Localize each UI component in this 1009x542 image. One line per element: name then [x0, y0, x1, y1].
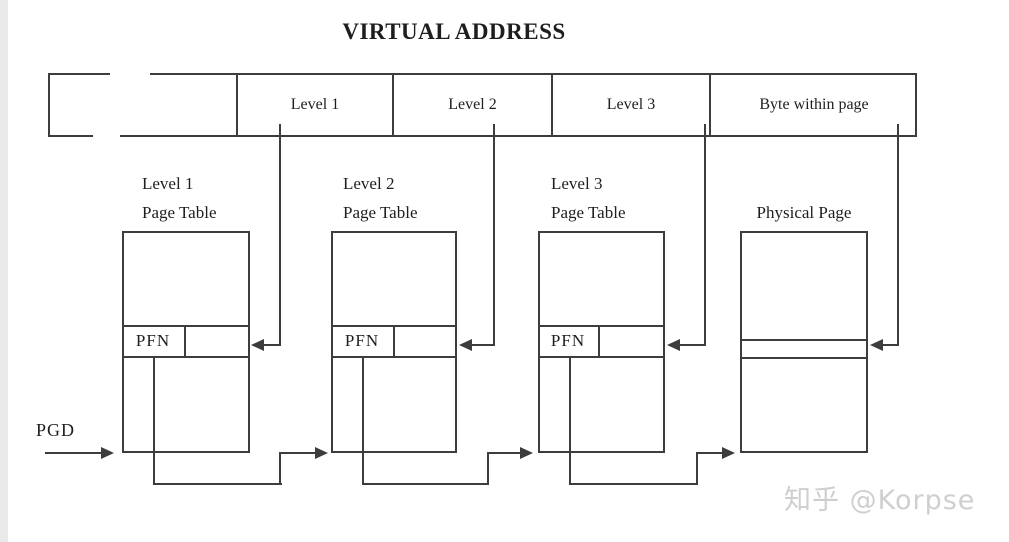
chain-l2-l3-drop [362, 357, 364, 485]
va-truncation-break-bottom [93, 133, 120, 139]
byte-entry-arrow [870, 339, 883, 351]
va-segment-label-level2: Level 2 [448, 96, 497, 113]
chain-l2-l3-shaft [487, 452, 522, 454]
pfn-cell-divider [184, 325, 186, 358]
pgd-arrow-shaft [45, 452, 103, 454]
level3-page-table [538, 231, 665, 453]
level1-page-table [122, 231, 250, 453]
level1-table-title-line1: Level 1 [142, 174, 194, 193]
pfn-cell-divider [393, 325, 395, 358]
chain-arrow-l3-to-pp [722, 447, 735, 459]
chain-l3-pp-run [569, 483, 698, 485]
chain-arrow-l1-to-l2 [315, 447, 328, 459]
level3-index-line [704, 124, 706, 345]
chain-l3-pp-drop [569, 357, 571, 485]
diagram-title: VIRTUAL ADDRESS [342, 19, 566, 44]
level2-table-title: Level 2 Page Table [343, 169, 418, 227]
byte-slot-top-line [740, 339, 868, 341]
level3-table-title-line1: Level 3 [551, 174, 603, 193]
physical-page [740, 231, 868, 453]
chain-arrow-l2-to-l3 [520, 447, 533, 459]
left-edge-shade [0, 0, 8, 542]
level3-entry-arrow-shaft [676, 344, 706, 346]
level1-table-title-line2: Page Table [142, 203, 217, 222]
level1-index-line [279, 124, 281, 345]
level2-page-table [331, 231, 457, 453]
level2-table-title-line1: Level 2 [343, 174, 395, 193]
pfn-row-bottom-line [538, 356, 665, 358]
level1-entry-arrow [251, 339, 264, 351]
pgd-arrow-head [101, 447, 114, 459]
chain-l3-pp-rise [696, 452, 698, 485]
chain-l1-l2-rise [279, 452, 281, 485]
byte-index-line [897, 124, 899, 345]
level3-table-title-line2: Page Table [551, 203, 626, 222]
pgd-label: PGD [36, 420, 76, 440]
byte-slot-bottom-line [740, 357, 868, 359]
chain-l2-l3-rise [487, 452, 489, 485]
va-segment-label-level1: Level 1 [290, 96, 340, 113]
chain-l1-l2-run [153, 483, 282, 485]
chain-l1-l2-drop [153, 357, 155, 485]
level3-table-title: Level 3 Page Table [551, 169, 626, 227]
physical-page-title: Physical Page [756, 203, 852, 222]
pfn-row-top-line [122, 325, 250, 327]
virtual-address-bar [48, 73, 917, 137]
va-segment-divider [236, 73, 238, 137]
chain-l3-pp-shaft [696, 452, 724, 454]
pfn-label-level1: PFN [135, 331, 171, 350]
level1-table-title: Level 1 Page Table [142, 169, 217, 227]
level2-index-line [493, 124, 495, 345]
va-segment-label-byte: Byte within page [759, 96, 869, 113]
va-segment-divider [392, 73, 394, 137]
pfn-label-level3: PFN [550, 331, 586, 350]
pfn-cell-divider [598, 325, 600, 358]
level2-entry-arrow [459, 339, 472, 351]
chain-l1-l2-shaft [279, 452, 317, 454]
byte-entry-arrow-shaft [879, 344, 899, 346]
level2-entry-arrow-shaft [468, 344, 495, 346]
watermark: 知乎 @Korpse [784, 485, 976, 516]
va-truncation-break-top [110, 71, 150, 77]
va-segment-divider [551, 73, 553, 137]
level2-table-title-line2: Page Table [343, 203, 418, 222]
va-segment-divider [709, 73, 711, 137]
va-segment-label-level3: Level 3 [606, 96, 656, 113]
pfn-label-level2: PFN [344, 331, 380, 350]
chain-l2-l3-run [362, 483, 489, 485]
level1-entry-arrow-shaft [260, 344, 281, 346]
level3-entry-arrow [667, 339, 680, 351]
pfn-row-bottom-line [122, 356, 250, 358]
pfn-row-top-line [538, 325, 665, 327]
